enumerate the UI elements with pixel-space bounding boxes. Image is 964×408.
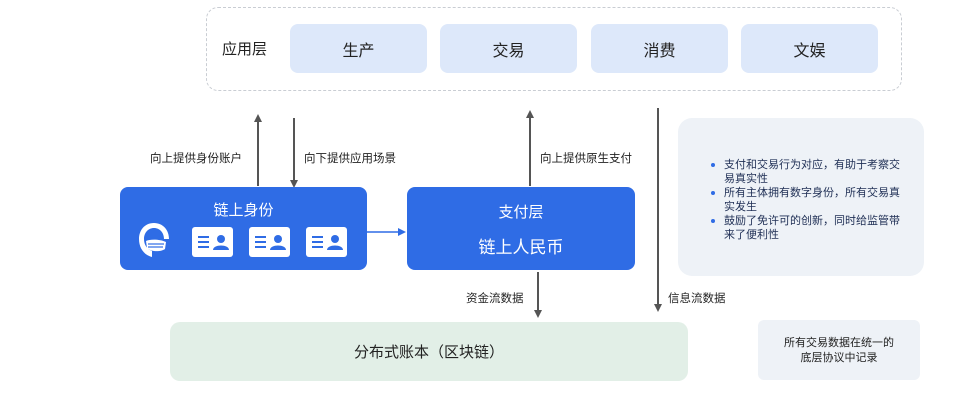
onchain-identity-box: 链上身份 bbox=[120, 187, 367, 270]
application-layer-frame bbox=[206, 7, 902, 91]
benefit-item: 所有主体拥有数字身份，所有交易真实发生 bbox=[711, 186, 910, 214]
benefits-panel: 支付和交易行为对应，有助于考察交易真实性 所有主体拥有数字身份，所有交易真实发生… bbox=[678, 118, 924, 276]
id-card-icon bbox=[192, 227, 233, 257]
benefits-list: 支付和交易行为对应，有助于考察交易真实性 所有主体拥有数字身份，所有交易真实发生… bbox=[708, 158, 910, 242]
label-down-scenario: 向下提供应用场景 bbox=[304, 151, 396, 165]
app-item-trade: 交易 bbox=[440, 24, 577, 73]
payment-title: 支付层 bbox=[498, 203, 544, 221]
payment-layer-box: 支付层 链上人民币 bbox=[407, 187, 635, 270]
application-layer-label: 应用层 bbox=[222, 40, 268, 58]
id-card-icon bbox=[249, 227, 290, 257]
benefit-item: 鼓励了免许可的创新，同时给监管带来了便利性 bbox=[711, 214, 910, 242]
label-up-payment: 向上提供原生支付 bbox=[540, 151, 632, 165]
ledger-note: 所有交易数据在统一的 底层协议中记录 bbox=[758, 320, 920, 380]
id-card-icon bbox=[306, 227, 347, 257]
label-info-flow: 信息流数据 bbox=[668, 291, 726, 305]
identity-title: 链上身份 bbox=[213, 201, 274, 219]
benefit-item: 支付和交易行为对应，有助于考察交易真实性 bbox=[711, 158, 910, 186]
label-fund-flow: 资金流数据 bbox=[466, 291, 524, 305]
face-mask-avatar-icon bbox=[139, 223, 169, 257]
app-item-production: 生产 bbox=[290, 24, 427, 73]
app-item-entertainment: 文娱 bbox=[741, 24, 878, 73]
distributed-ledger-box: 分布式账本（区块链） bbox=[170, 322, 688, 381]
payment-subtitle: 链上人民币 bbox=[478, 238, 564, 258]
note-line-2: 底层协议中记录 bbox=[800, 351, 878, 364]
note-line-1: 所有交易数据在统一的 bbox=[784, 336, 894, 349]
label-up-identity: 向上提供身份账户 bbox=[150, 151, 242, 165]
app-item-consumption: 消费 bbox=[591, 24, 728, 73]
